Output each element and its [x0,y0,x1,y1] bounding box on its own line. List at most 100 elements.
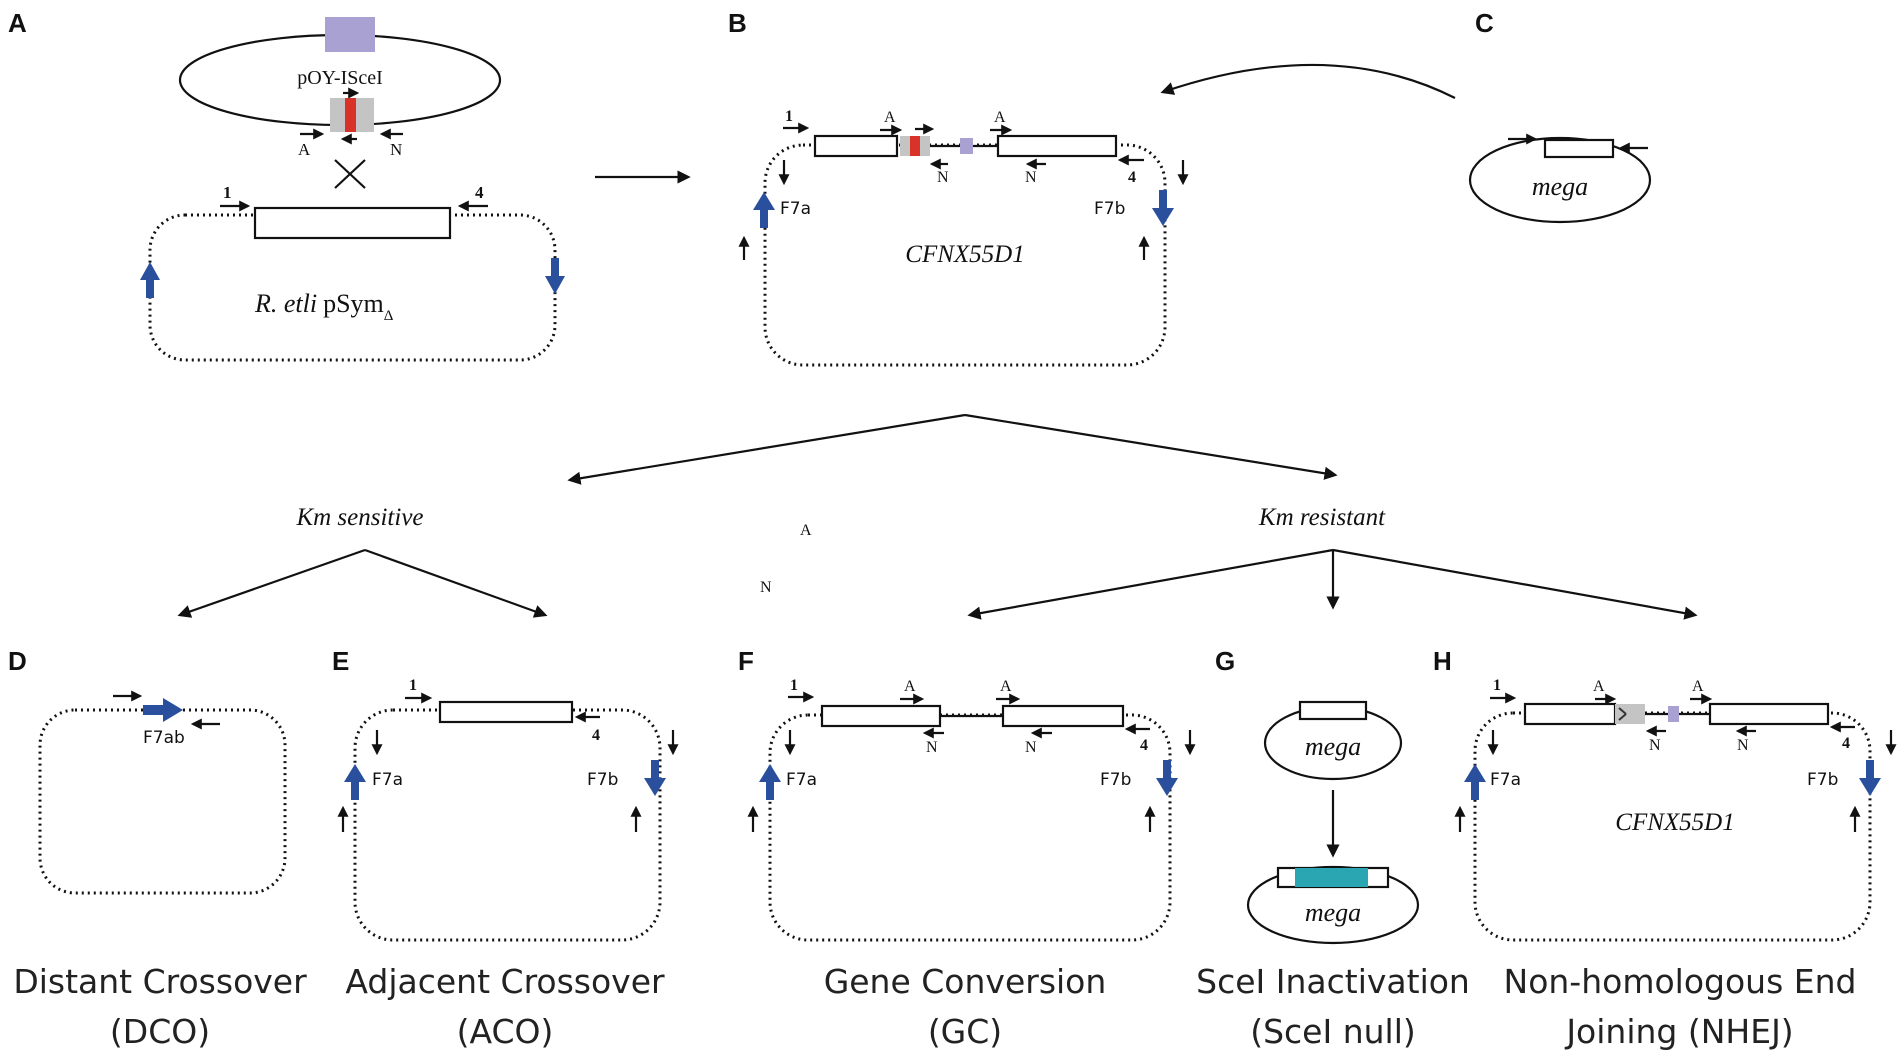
gene-box-left [813,134,899,158]
site-a-label: A [884,109,896,126]
km-cassette [910,136,920,156]
f7ab-label: F7ab [143,728,185,748]
panel-label-f: F [738,646,754,676]
mega-label-top: mega [1305,732,1361,761]
stray-a-label: A [800,522,812,539]
f7a-label: F7a [780,199,811,219]
strain-label: CFNX55D1 [1615,809,1734,836]
site-n-label: N [1025,169,1037,186]
gc-replicon [768,713,1172,942]
panel-b: 1 A N A N 4 F7a F7b CFNX55D1 [738,108,1189,367]
primer-1-label: 1 [790,677,798,694]
site-a-label: A [298,140,311,159]
primer-4-label: 4 [1140,737,1148,754]
arrow-to-f-icon [967,548,1334,620]
arrow-to-e-icon [364,548,548,618]
stray-n-label: N [760,579,772,596]
panel-h: 1 A N A N 4 F7a F7b CFNX55D1 [1454,677,1897,942]
arrow-to-h-icon [1332,548,1698,620]
site-n-label: N [937,169,949,186]
dco-caption: Distant Crossover [13,962,307,1001]
primer-4-label: 4 [1128,169,1136,186]
blue-up-arrow-icon [140,262,160,298]
f7b-label: F7b [587,770,618,790]
gc-caption: Gene Conversion [824,962,1107,1001]
f7a-label: F7a [786,770,817,790]
site-n-label: N [390,140,402,159]
site-a-label: A [1593,678,1605,695]
blue-down-arrow-icon [545,258,565,294]
arrow-to-d-icon [177,548,366,618]
km-resistant-label: Km resistant [1258,504,1386,531]
blue-up-arrow-icon [1464,764,1486,800]
panel-g: mega mega [1246,700,1420,945]
dco-caption-abbr: (DCO) [110,1012,210,1051]
km-sensitive-label: Km sensitive [295,504,423,531]
gene-box [438,700,574,724]
f7b-label: F7b [1100,770,1131,790]
scei-caption: SceI Inactivation [1196,962,1470,1001]
gene-box-right [996,134,1118,158]
site-n-label: N [1025,739,1037,756]
plasmid-label: pOY-ISceI [297,67,383,89]
mega-label-bottom: mega [1305,898,1361,927]
site-a-label: A [904,678,916,695]
f7b-label: F7b [1094,199,1125,219]
target-gene-box [1298,700,1368,721]
gene-box-right [1001,704,1125,728]
panel-label-d: D [8,646,27,676]
panel-label-a: A [8,8,27,38]
gene-box-left [1523,702,1617,726]
mega-replicon [1468,136,1652,224]
primer-1-label: 1 [223,183,232,202]
branch-left-arrow-icon [567,413,966,485]
panel-label-c: C [1475,8,1494,38]
target-gene-box [253,206,452,240]
blue-down-arrow-icon [644,760,666,796]
blue-up-arrow-icon [753,192,775,228]
blue-up-arrow-icon [344,764,366,800]
gene-box-left [820,704,942,728]
f7b-label: F7b [1807,770,1838,790]
site-n-label: N [1649,737,1661,754]
site-a-label: A [1692,678,1704,695]
panel-label-e: E [332,646,349,676]
gc-caption-abbr: (GC) [928,1012,1002,1051]
isce-site [960,138,973,154]
panel-label-g: G [1215,646,1235,676]
blue-right-arrow-icon [143,698,183,722]
aco-caption-abbr: (ACO) [457,1012,554,1051]
aco-replicon [353,708,662,942]
panel-label-h: H [1433,646,1452,676]
teal-insert [1295,868,1368,887]
blue-down-arrow-icon [1152,190,1174,226]
panel-f: 1 A N A N 4 F7a F7b [747,677,1196,942]
arrow-c-to-b-icon [1160,63,1456,99]
primer-1-label: 1 [1493,677,1501,694]
dco-replicon [38,708,287,895]
isce-site [1668,706,1679,722]
f7a-label: F7a [1490,770,1521,790]
nhej-caption: Non-homologous End [1504,962,1857,1001]
blue-down-arrow-icon [1859,760,1881,796]
panel-d: F7ab [38,690,287,895]
target-gene-box [1543,138,1615,159]
blue-down-arrow-icon [1156,760,1178,796]
primer-4-label: 4 [592,727,600,744]
strain-label: CFNX55D1 [905,241,1024,268]
scei-caption-abbr: (SceI null) [1250,1012,1416,1051]
primer-4-label: 4 [1842,735,1850,752]
site-n-label: N [926,739,938,756]
primer-1-label: 1 [409,677,417,694]
primer-4-label: 4 [475,183,484,202]
site-a-label: A [1000,678,1012,695]
gene-box-right [1708,702,1830,726]
nhej-caption-abbr: Joining (NHEJ) [1564,1012,1793,1051]
site-n-label: N [1737,737,1749,754]
site-a-label: A [994,109,1006,126]
km-cassette [345,98,356,132]
blue-up-arrow-icon [759,764,781,800]
